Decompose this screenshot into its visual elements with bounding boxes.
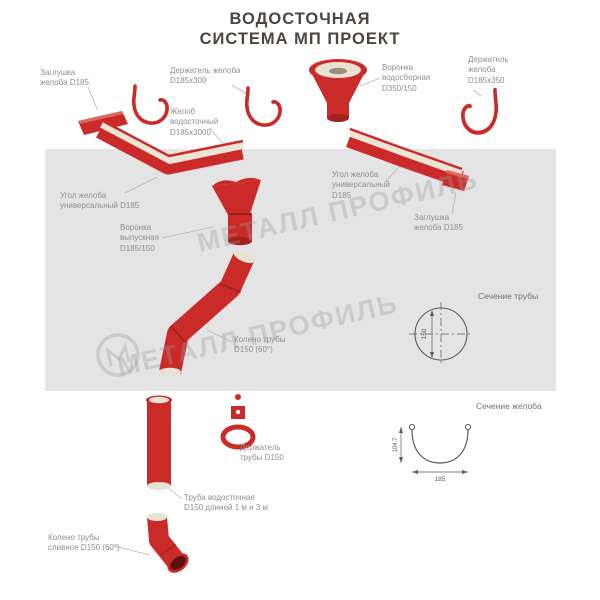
label-pipe: Труба водосточная D150 длиной 1 м и 3 м (184, 493, 268, 513)
pipe-diameter-value: 150 (421, 328, 428, 339)
label-gutter-bracket-350: Держатель желоба D185х350 (468, 55, 509, 85)
label-gutter-corner-right: Угол желоба универсальный D185 (332, 170, 390, 200)
gutter-height-value: 104.7 (393, 437, 399, 453)
collector-funnel-part (309, 59, 367, 122)
roof-band (45, 149, 556, 391)
label-gutter-corner-left: Угол желоба универсальный D185 (60, 191, 140, 211)
gutter-width-value: 185 (435, 476, 446, 483)
page-title: ВОДОСТОЧНАЯ СИСТЕМА МП ПРОЕКТ (0, 10, 600, 50)
drain-elbow-part (147, 513, 189, 573)
watermark-logo-icon (96, 333, 140, 377)
pipe-cross-section-diagram: 150 (409, 302, 473, 366)
label-drain-elbow: Колено трубы сливное D150 (60°) (48, 533, 120, 553)
label-collector-funnel: Воронка водосборная D350/150 (382, 63, 431, 93)
label-pipe-bracket: Держатель трубы D150 (240, 443, 284, 463)
title-line-2: СИСТЕМА МП ПРОЕКТ (199, 29, 401, 48)
title-line-1: ВОДОСТОЧНАЯ (229, 10, 371, 28)
gutter-run-right-part (346, 127, 464, 188)
label-pipe-elbow: Колено трубы D150 (60°) (234, 335, 286, 355)
pipe-elbow-part (159, 250, 255, 377)
gutter-bracket-right-part (463, 90, 496, 133)
gutter-cross-section-diagram: 104.7 185 (393, 423, 472, 483)
label-gutter-bracket-300: Держатель желоба D185х300 (170, 66, 241, 86)
gutter-run-left-part (96, 118, 244, 175)
gutter-bracket-left-part (131, 84, 169, 125)
downpipe-part (146, 395, 172, 490)
label-pipe-section-title: Сечение трубы (478, 291, 539, 301)
gutter-bracket-center-part (244, 86, 282, 127)
label-gutter: Желоб водосточный D185х3000 (170, 107, 219, 137)
pipe-bracket-part (220, 394, 256, 450)
label-end-cap-left: Заглушка желоба D185 (40, 68, 89, 88)
label-outlet-funnel: Воронка выпускная D185/150 (120, 223, 159, 253)
outlet-funnel-part (212, 177, 261, 246)
end-cap-right-part (442, 170, 469, 191)
label-end-cap-right: Заглушка желоба D185 (414, 213, 463, 233)
label-gutter-section-title: Сечение желоба (476, 401, 542, 411)
